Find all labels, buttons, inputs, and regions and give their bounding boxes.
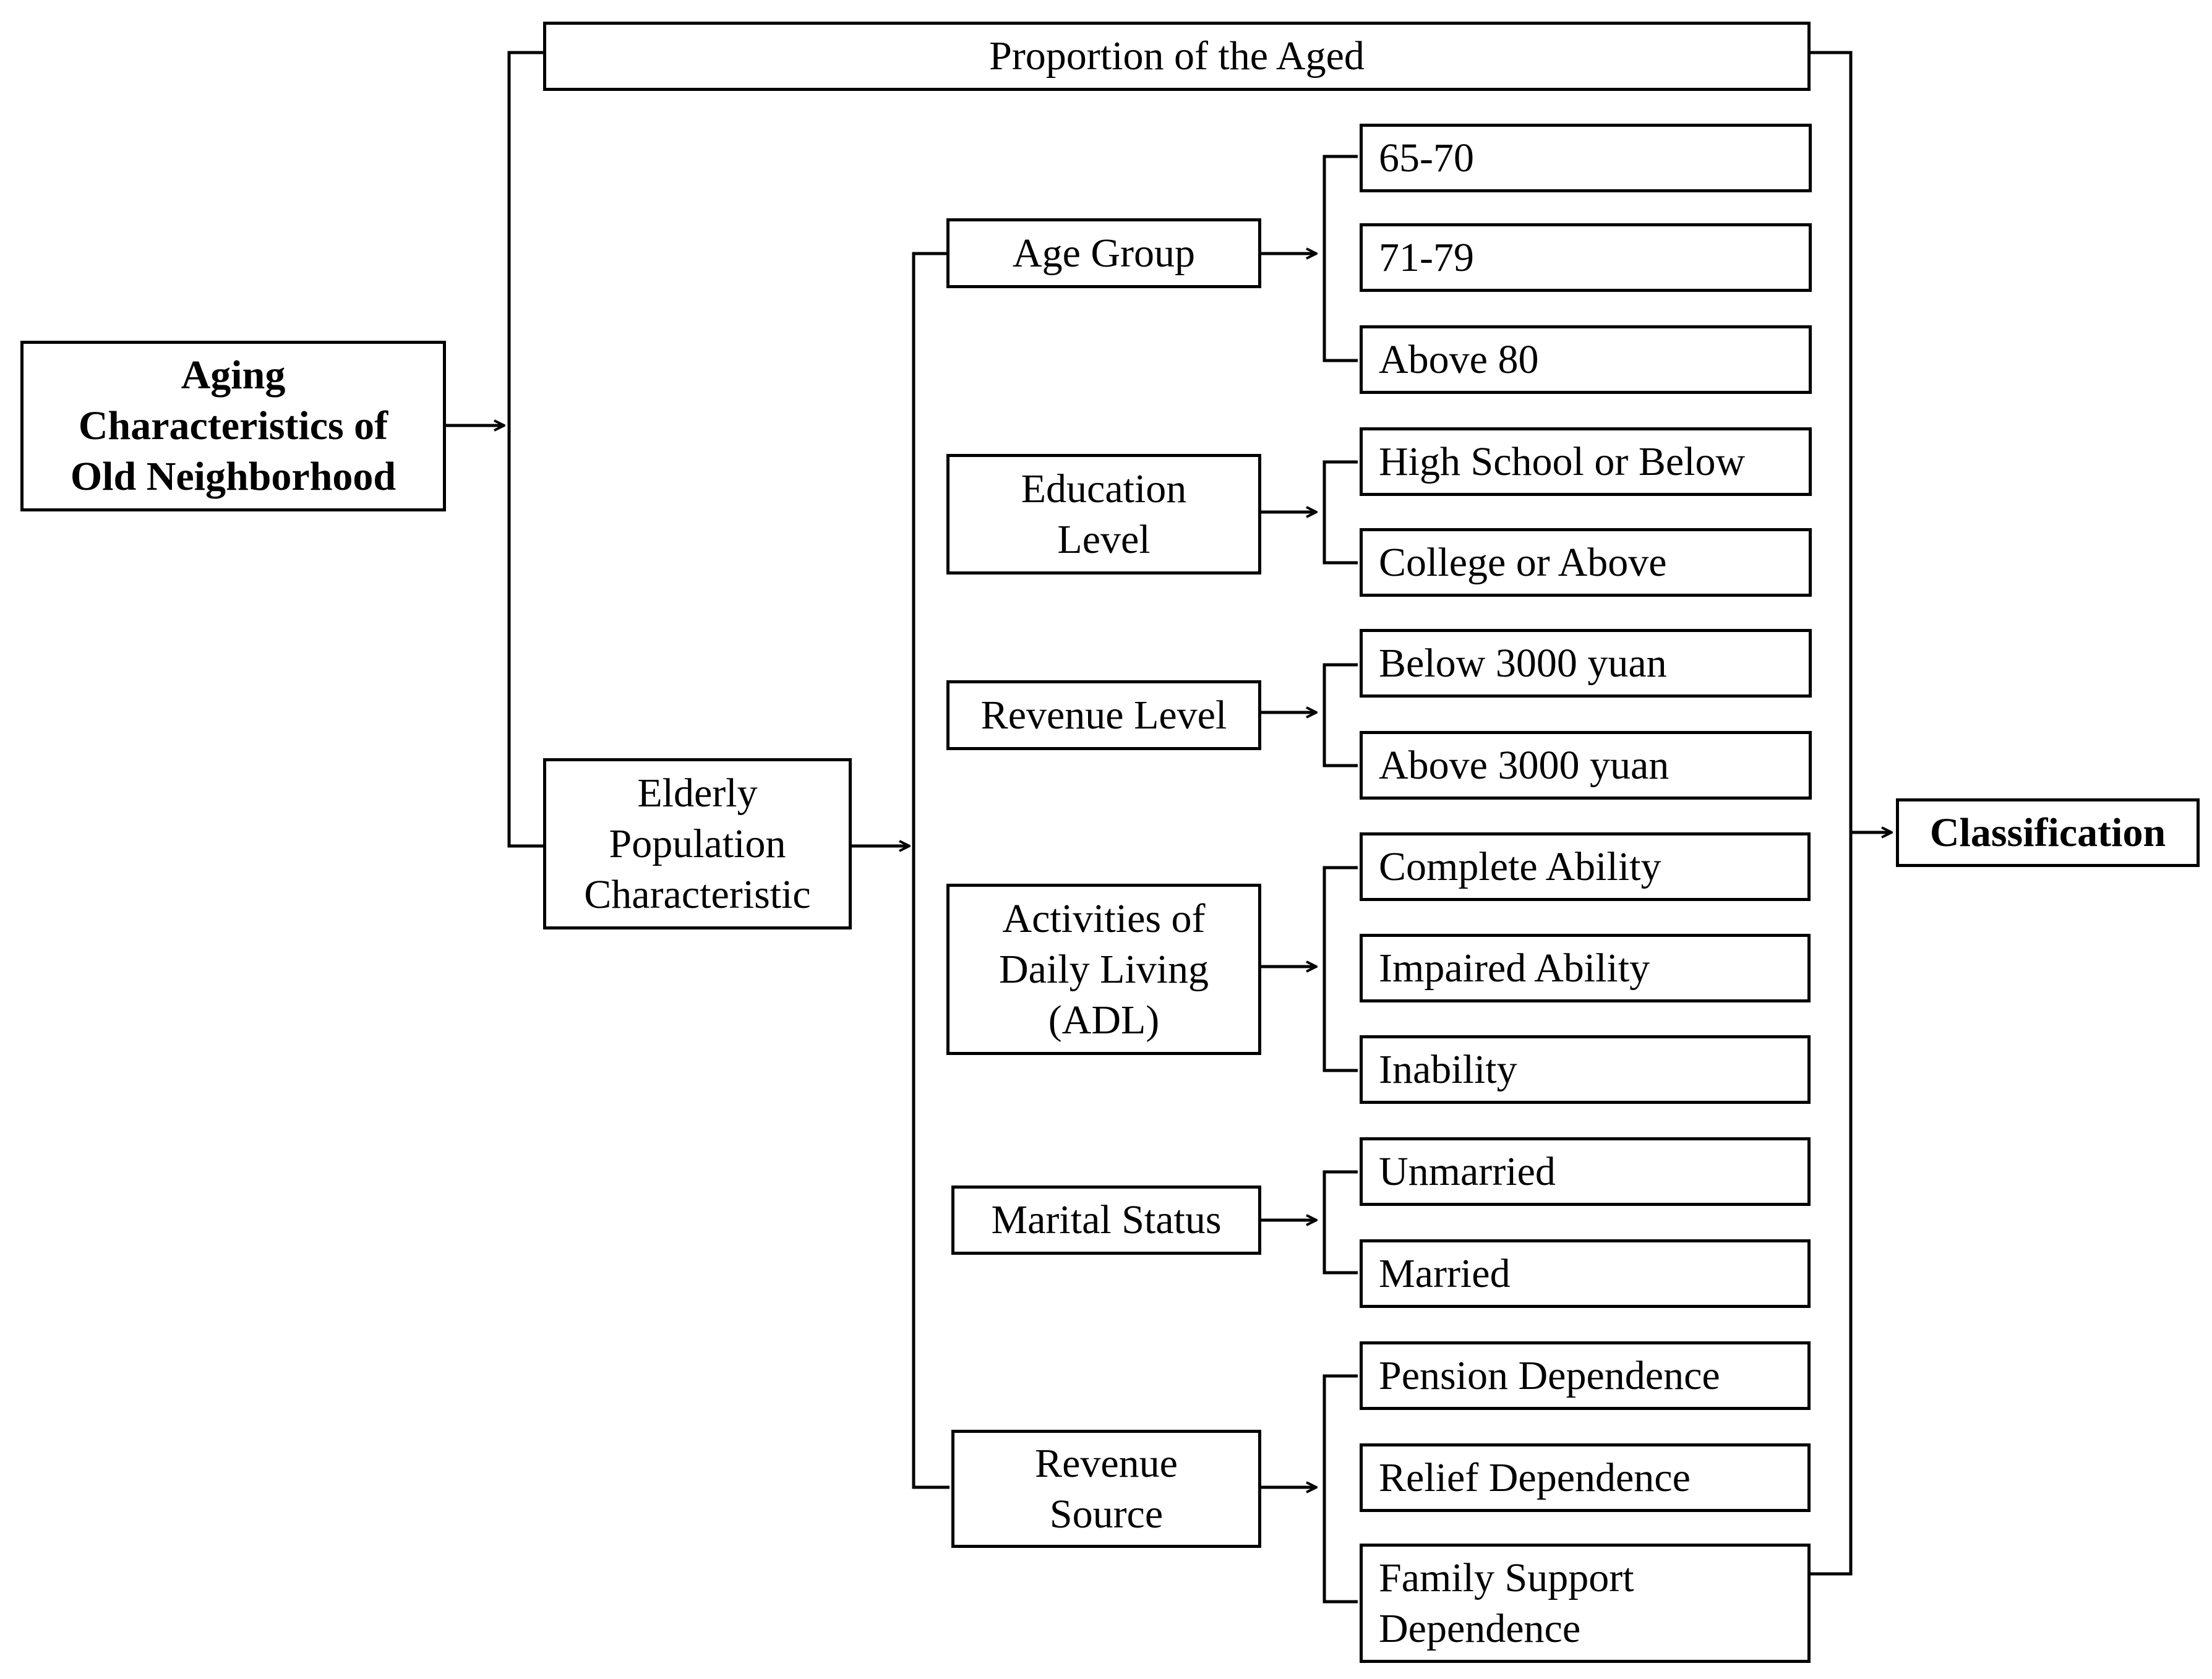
elderly-label: Population [609,821,786,866]
option-box: 71-79 [1360,223,1812,292]
category-label: Source [1049,1491,1164,1537]
age-options-bracket [1322,155,1358,362]
option-label: Below 3000 yuan [1379,640,1667,686]
option-label: Pension Dependence [1379,1352,1720,1398]
category-box: Marital Status [951,1186,1261,1255]
root-node-label: Aging [181,352,286,398]
category-box: Activities of Daily Living (ADL) [946,884,1261,1055]
classification-box: Classification [1896,798,2200,867]
category-label: Level [1057,516,1151,562]
category-label: Marital Status [991,1197,1222,1242]
option-box: Relief Dependence [1360,1443,1811,1512]
category-label: Daily Living [998,946,1209,992]
category-label: Revenue [1035,1440,1178,1486]
adl-options-bracket [1322,866,1358,1072]
option-box: Above 80 [1360,325,1812,394]
category-box: Revenue Level [946,680,1261,750]
option-label: Dependence [1379,1605,1581,1651]
option-box: Married [1360,1239,1811,1308]
option-label: College or Above [1379,539,1667,585]
option-box: Impaired Ability [1360,934,1811,1002]
option-label: Married [1379,1250,1511,1296]
option-label: High School or Below [1379,438,1746,484]
classification-label: Classification [1929,810,2166,855]
elderly-label: Characteristic [584,871,811,917]
main-bracket [507,51,543,848]
proportion-of-aged-box: Proportion of the Aged [543,22,1811,91]
revenue-source-options-bracket [1322,1374,1358,1604]
option-box: Complete Ability [1360,832,1811,901]
option-box: Above 3000 yuan [1360,731,1812,800]
marital-options-bracket [1322,1170,1358,1275]
elderly-label: Elderly [637,770,758,816]
option-box: Unmarried [1360,1137,1811,1206]
option-label: Relief Dependence [1379,1455,1691,1500]
option-label: Family Support [1379,1555,1634,1600]
category-label: (ADL) [1048,997,1160,1043]
option-box: College or Above [1360,528,1812,597]
category-label: Age Group [1012,230,1196,276]
proportion-label: Proportion of the Aged [989,33,1365,79]
classification-bracket [1811,51,1853,1576]
category-label: Activities of [1002,895,1206,941]
education-options-bracket [1322,460,1358,565]
option-label: 71-79 [1379,234,1474,280]
option-label: Inability [1379,1046,1517,1092]
option-label: Above 80 [1379,336,1539,382]
option-box: High School or Below [1360,427,1812,496]
option-label: Complete Ability [1379,844,1661,889]
option-label: Unmarried [1379,1148,1556,1194]
root-node-label: Old Neighborhood [70,454,397,499]
root-node-label: Characteristics of [78,403,388,448]
category-label: Revenue Level [980,692,1227,738]
option-label: Above 3000 yuan [1379,742,1670,788]
option-box: 65-70 [1360,124,1812,192]
option-box: Pension Dependence [1360,1341,1811,1410]
option-label: 65-70 [1379,135,1474,181]
category-box: Age Group [946,218,1261,288]
option-box: Below 3000 yuan [1360,629,1812,698]
option-label: Impaired Ability [1379,945,1650,991]
revenue-level-options-bracket [1322,663,1358,767]
category-label: Education [1021,466,1187,511]
option-box: Inability [1360,1035,1811,1104]
groups-bracket [912,252,950,1489]
